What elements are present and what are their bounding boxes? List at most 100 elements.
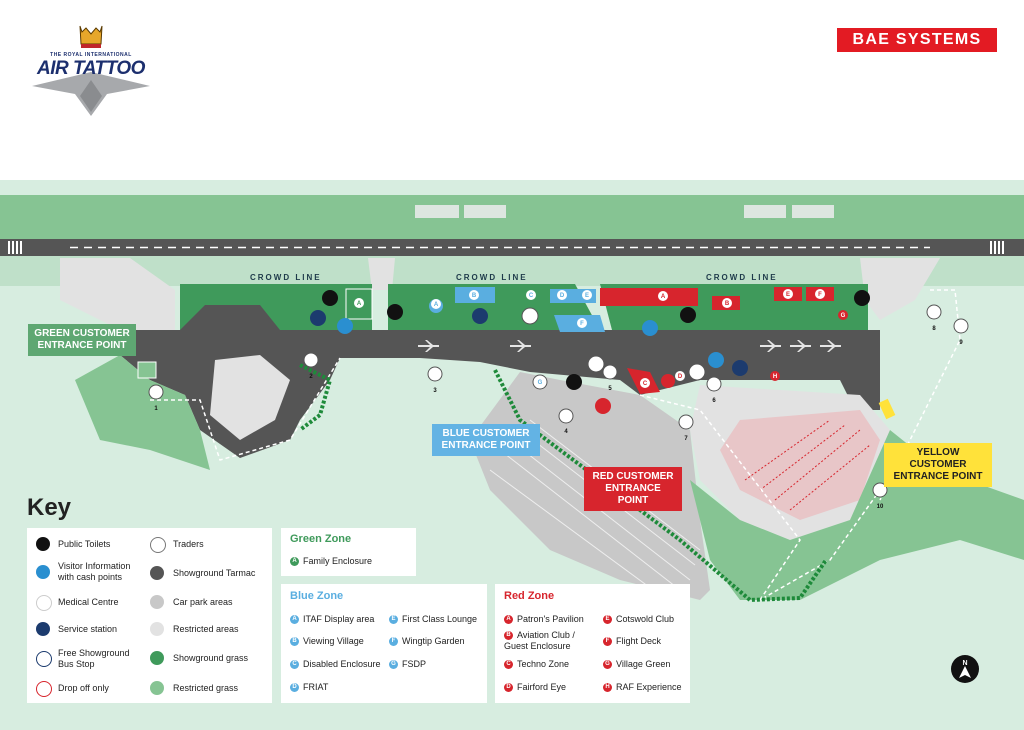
zone-item-label: ITAF Display area (303, 614, 375, 624)
svg-text:A: A (357, 301, 362, 307)
blue-zone-item-b: B Viewing Village (290, 636, 364, 647)
svg-text:F: F (818, 292, 822, 298)
svg-text:D: D (560, 293, 565, 299)
zone-item-label: Village Green (616, 659, 671, 669)
blue-zone-panel: Blue Zone A ITAF Display area B Viewing Vi… (281, 584, 487, 703)
zone-item-label: FRIAT (303, 682, 329, 692)
zone-item-label: Patron's Pavilion (517, 614, 584, 624)
zone-badge: A (290, 615, 299, 625)
medical-cross-icon (36, 595, 52, 611)
svg-text:2: 2 (309, 374, 313, 380)
svg-text:G: G (538, 380, 543, 386)
map-symbols: 123 456 789 10 A A B C D E F G A B C D E… (148, 289, 969, 510)
zone-badge: E (603, 615, 612, 625)
zone-badge: G (603, 660, 612, 670)
svg-text:F: F (580, 321, 584, 327)
red-zone-item-g: G Village Green (603, 659, 670, 670)
zone-badge: D (290, 683, 299, 693)
red-zone-item-a: A Patron's Pavilion (504, 614, 584, 625)
crowd-line-label-east: CROWD LINE (706, 273, 778, 282)
key-item-traders: Traders (173, 539, 204, 549)
zone-badge: H (603, 683, 612, 693)
swatch-showground-grass (150, 651, 164, 665)
svg-text:A: A (434, 302, 439, 308)
swatch-restricted-grass (150, 681, 164, 695)
green-entrance-label: GREEN CUSTOMER ENTRANCE POINT (28, 324, 136, 356)
green-zone-item-a: A Family Enclosure (290, 556, 372, 567)
zone-item-label: First Class Lounge (402, 614, 478, 624)
svg-text:1: 1 (154, 406, 158, 412)
blue-zone-title: Blue Zone (290, 590, 344, 602)
red-zone-item-e: E Cotswold Club (603, 614, 674, 625)
svg-text:5: 5 (608, 386, 612, 392)
key-title: Key (27, 494, 72, 521)
svg-text:C: C (529, 293, 534, 299)
svg-text:G: G (841, 313, 846, 319)
zone-badge: C (504, 660, 513, 670)
svg-text:8: 8 (932, 326, 936, 332)
key-item-restricted: Restricted areas (173, 624, 239, 634)
zone-badge: B (504, 631, 513, 641)
showground-grass-centre (388, 284, 600, 330)
key-item-drop-off: Drop off only (58, 683, 109, 693)
key-item-tarmac: Showground Tarmac (173, 568, 256, 578)
crowd-line-label-centre: CROWD LINE (456, 273, 528, 282)
service-station-icon (36, 622, 50, 636)
crowd-line-label-west: CROWD LINE (250, 273, 322, 282)
swatch-showground-tarmac (150, 566, 164, 580)
svg-text:B: B (472, 293, 477, 299)
red-zone-title: Red Zone (504, 590, 555, 602)
zone-item-label: Cotswold Club (616, 614, 675, 624)
svg-text:D: D (678, 374, 683, 380)
zone-badge: F (603, 637, 612, 647)
car-park-red (720, 410, 880, 520)
svg-text:9: 9 (959, 340, 963, 346)
zone-badge: A (290, 557, 299, 567)
svg-text:6: 6 (712, 398, 716, 404)
key-item-medical: Medical Centre (58, 597, 119, 607)
red-zone-item-f: F Flight Deck (603, 636, 661, 647)
svg-text:3: 3 (433, 388, 437, 394)
zone-item-label: Fairford Eye (517, 682, 567, 692)
key-item-service: Service station (58, 624, 118, 634)
zone-badge: A (504, 615, 513, 625)
key-item-info: Visitor Information with cash points (58, 561, 131, 582)
red-entrance-label: RED CUSTOMER ENTRANCE POINT (584, 467, 682, 511)
zone-badge: D (504, 683, 513, 693)
logo-subtitle: THE ROYAL INTERNATIONAL (50, 52, 132, 58)
svg-text:E: E (786, 292, 790, 298)
zone-item-label: Disabled Enclosure (303, 659, 381, 669)
key-item-showground-grass: Showground grass (173, 653, 249, 663)
info-icon (36, 565, 50, 579)
svg-text:A: A (661, 294, 666, 300)
svg-text:4: 4 (564, 429, 568, 435)
svg-text:7: 7 (684, 436, 688, 442)
svg-text:C: C (643, 381, 648, 387)
restricted-area-hardstand (210, 355, 290, 440)
yellow-entrance-label: YELLOW CUSTOMER ENTRANCE POINT (884, 443, 992, 487)
green-zone-panel: Green Zone A Family Enclosure (281, 528, 416, 576)
blue-zone-item-a: A ITAF Display area (290, 614, 374, 625)
zone-item-label: Flight Deck (616, 636, 662, 646)
blue-zone-item-d: D FRIAT (290, 682, 328, 693)
zone-item-label: Viewing Village (303, 636, 364, 646)
zone-item-label: Techno Zone (517, 659, 570, 669)
zone-item-label: Family Enclosure (303, 556, 373, 566)
svg-text:N: N (962, 660, 967, 667)
restricted-area-west (60, 258, 175, 330)
sponsor-logo: BAE SYSTEMS (837, 28, 997, 52)
swatch-car-park (150, 595, 164, 609)
zone-badge: B (290, 637, 299, 647)
green-zone-title: Green Zone (290, 533, 352, 545)
zone-badge: G (389, 660, 398, 670)
svg-text:10: 10 (877, 504, 884, 510)
svg-text:E: E (585, 293, 589, 299)
key-panel: Public Toilets Visitor Information with … (27, 528, 272, 703)
blue-entrance-label: BLUE CUSTOMER ENTRANCE POINT (432, 424, 540, 456)
